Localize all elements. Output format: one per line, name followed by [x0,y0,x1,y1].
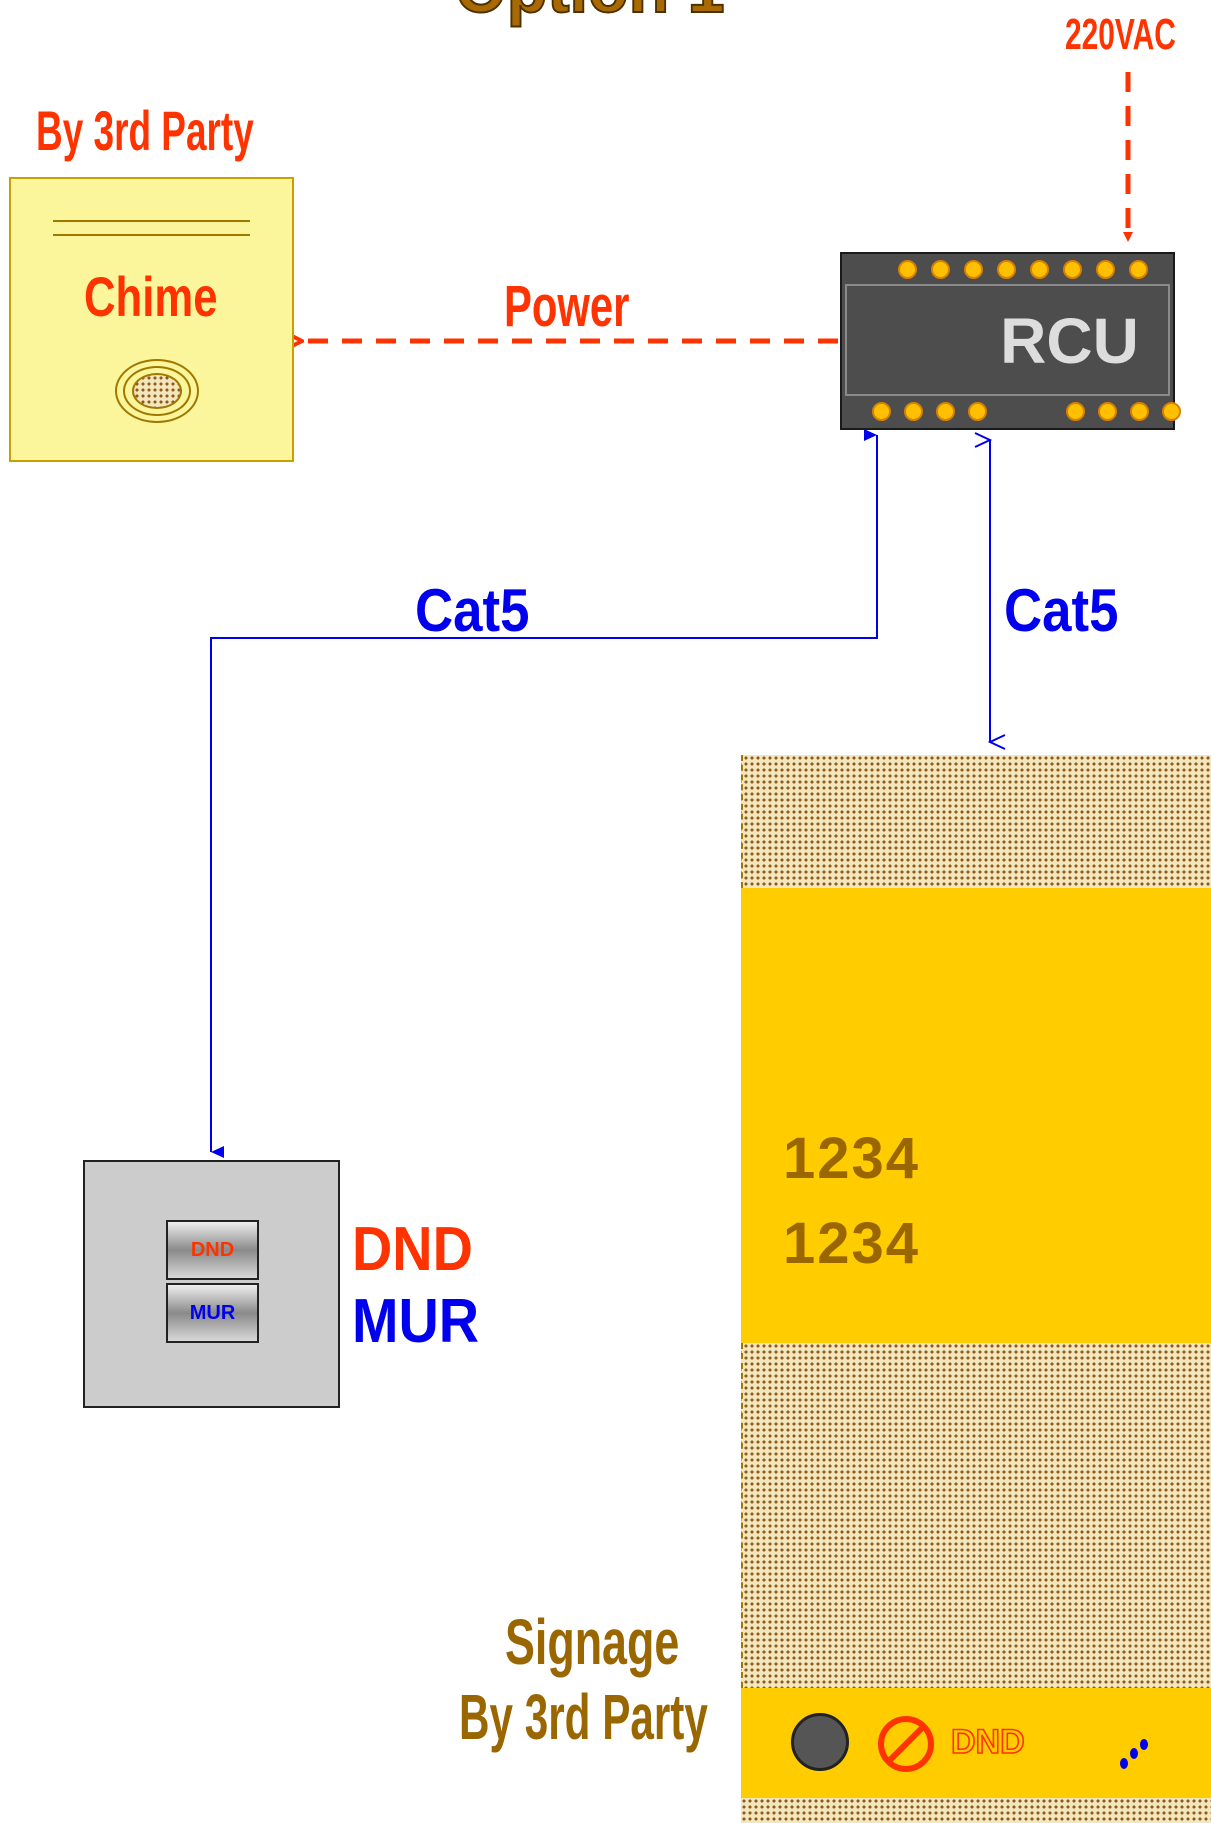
signage-bottom-texture [741,1798,1211,1823]
doorbell-button-icon[interactable] [791,1713,849,1771]
terminal-led [904,402,923,421]
room-number-line-1: 1234 [783,1126,921,1191]
mur-legend: MUR [352,1287,480,1356]
chime-device: Chime [9,177,294,462]
cat5-switch-line [210,429,878,1158]
mur-key[interactable]: MUR [166,1283,259,1343]
chime-bottom-rule [53,234,250,236]
room-number-line-2: 1234 [783,1211,921,1276]
dnd-key[interactable]: DND [166,1220,259,1280]
signage-panel: 1234 1234 DND [741,755,1211,1823]
signage-caption-title: Signage [505,1606,680,1678]
terminal-led [1129,260,1148,279]
chime-top-rule [53,220,250,222]
terminal-led [1096,260,1115,279]
chime-label: Chime [84,265,218,328]
rcu-unit: RCU [840,252,1181,430]
terminal-led [968,402,987,421]
signage-top-texture [741,755,1211,888]
sensor-dots-icon [1116,1736,1156,1772]
power-source-label: 220VAC [1065,10,1176,59]
power-connection-label: Power [504,274,630,339]
dnd-legend: DND [352,1215,473,1284]
terminal-led [898,260,917,279]
rcu-bottom-terminals-left [872,402,987,421]
dnd-status-label: DND [950,1722,1025,1762]
terminal-led [997,260,1016,279]
terminal-led [1030,260,1049,279]
terminal-led [964,260,983,279]
terminal-led [1063,260,1082,279]
terminal-led [1066,402,1085,421]
rcu-top-terminals [898,260,1148,279]
signage-caption-owner: By 3rd Party [459,1681,708,1753]
terminal-led [872,402,891,421]
cat5-switch-label: Cat5 [415,577,530,644]
dnd-mur-switch: DND MUR [83,1160,340,1408]
chime-owner-label: By 3rd Party [36,99,254,162]
terminal-led [1098,402,1117,421]
terminal-led [1130,402,1149,421]
rcu-panel [845,284,1170,396]
rcu-label: RCU [1000,305,1139,377]
chime-speaker-icon [115,359,199,423]
signage-number-area: 1234 1234 [741,888,1211,1343]
rcu-bottom-terminals-right [1066,402,1181,421]
terminal-led [1162,402,1181,421]
cat5-signage-label: Cat5 [1004,577,1119,644]
terminal-led [936,402,955,421]
page-title: Option 1 [454,0,726,28]
signage-middle-texture [741,1343,1211,1688]
signage-status-strip: DND [741,1688,1211,1798]
terminal-led [931,260,950,279]
no-entry-icon [878,1716,934,1772]
